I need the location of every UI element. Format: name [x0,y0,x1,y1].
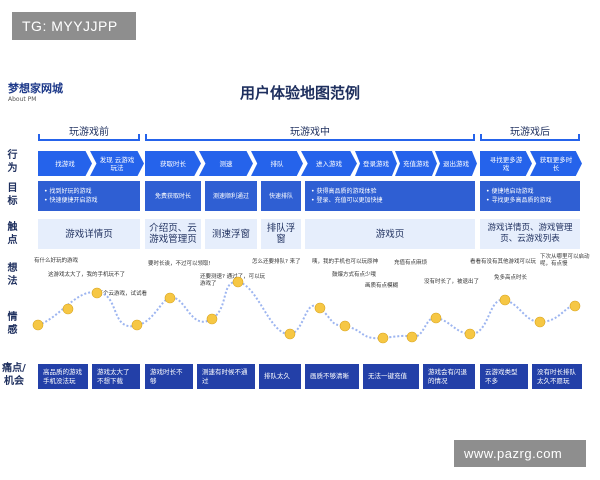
thought-text: 怎么还要排队? 来了 [252,259,301,265]
goal-item: 免费获取时长 [154,192,191,200]
touchpoint-speed-popup: 测速浮窗 [205,219,257,249]
emoji-face-icon [406,331,418,343]
goal-item: 登录、充值可以更加快捷 [311,196,382,205]
emoji-face-icon [430,312,442,324]
thought-text: 下次从哪里可以启动呢，有点慢 [540,254,590,267]
emotion-line [37,280,576,340]
thought-text: 要时长诶，不过可以领取! [148,261,211,267]
action-login-game: 登录游戏 [355,151,397,176]
action-get-time: 获取时长 [145,151,201,176]
stage-during: 玩游戏中 [290,127,330,138]
pain-box: 云游戏类型不多 [480,364,528,389]
emoji-face-icon [206,313,218,325]
emoji-face-icon [284,328,296,340]
emoji-face-icon [32,319,44,331]
goal-item: 快速便捷开启游戏 [44,196,97,205]
logo-subtitle: About PM [8,96,37,103]
pain-box: 无法一键充值 [363,364,419,389]
logo: 梦想家网城 [8,82,63,95]
goal-box-time: 免费获取时长 [145,181,201,211]
touchpoint-queue-popup: 排队浮窗 [261,219,301,249]
watermark-top: TG: MYYJJPP [12,12,136,40]
goal-item: 测速顺利通过 [212,192,249,200]
action-exit-game: 退出游戏 [435,151,477,176]
emoji-face-icon [569,300,581,312]
pain-box: 测速有时候不通过 [197,364,255,389]
stage-tick [578,134,580,141]
goal-box-after: 便捷地启动游戏寻找更多高品质的游戏 [480,181,580,211]
row-label-thought: 想法 [7,263,18,287]
thought-text: 咦，我的手机也可以玩原神 [312,259,379,265]
pain-box: 游戏会有闪退的情况 [423,364,475,389]
action-get-more-time: 获取更多时长 [530,151,582,176]
row-label-goal: 目标 [7,183,18,207]
goal-box-queue: 快速排队 [261,181,301,211]
thought-text: 免多高点时长 [494,275,528,281]
stage-tick [480,134,482,141]
touchpoint-intro-page: 介绍页、云游戏管理页 [145,219,201,249]
row-label-emotion: 情感 [7,312,18,336]
pain-box: 高品质的游戏手机没法玩 [38,364,88,389]
thought-text: 还要测速? 通过了，可以玩游戏了 [200,274,266,287]
touchpoint-game-page: 游戏页 [305,219,475,249]
stage-tick [473,134,475,141]
pain-box: 没有时长排队太久不愿玩 [532,364,582,389]
goal-box-before: 找到好玩的游戏快速便捷开启游戏 [38,181,140,211]
action-queue: 排队 [251,151,303,176]
emoji-face-icon [131,319,143,331]
goal-item: 快速排队 [268,192,293,200]
pain-box: 画质不够清晰 [305,364,359,389]
thought-text: 没有时长了，被退出了 [424,279,480,285]
touchpoint-game-detail: 游戏详情页 [38,219,140,249]
goal-item: 便捷地启动游戏 [486,187,551,196]
emoji-face-icon [377,332,389,344]
stage-before: 玩游戏前 [69,127,109,138]
pain-box: 排队太久 [259,364,301,389]
emoji-face-icon [499,294,511,306]
thought-text: 鼓爆方式有点少哦 [332,272,377,278]
action-enter-game: 进入游戏 [301,151,357,176]
goal-box-speed: 测速顺利通过 [205,181,257,211]
stage-tick [138,134,140,141]
emoji-face-icon [164,292,176,304]
emoji-face-icon [314,302,326,314]
thought-text: 画质有点模糊 [365,283,399,289]
action-discover-cloud: 发现 云游戏玩法 [90,151,144,176]
row-label-pain: 痛点/机会 [2,363,26,387]
action-recharge-game: 充值游戏 [395,151,437,176]
goal-item: 获得高品质的游戏体验 [311,187,382,196]
goal-box-play: 获得高品质的游戏体验登录、充值可以更加快捷 [305,181,475,211]
goal-item: 寻找更多高品质的游戏 [486,196,551,205]
stage-tick [38,134,40,141]
thought-text: 充值有点麻烦 [394,260,428,266]
action-find-more-games: 寻找更多游戏 [480,151,532,176]
stage-tick [145,134,147,141]
page-title: 用户体验地图范例 [239,84,360,102]
stage-line-after [480,139,580,141]
row-label-touch: 触点 [7,222,18,246]
stage-after: 玩游戏后 [510,127,550,138]
thought-text: 有什么好玩的游戏 [34,258,79,264]
emoji-face-icon [62,303,74,315]
thought-text: 看看有没有其他游戏可以玩 [470,259,537,265]
thought-text: 请有个云游戏，试试看 [92,291,148,297]
stage-line-during [145,139,475,141]
pain-box: 游戏太大了不想下载 [92,364,140,389]
action-find-game: 找游戏 [38,151,92,176]
action-speed-test: 测速 [199,151,253,176]
pain-box: 游戏时长不够 [145,364,193,389]
thought-text: 这游戏太大了，我的手机玩不了 [48,272,126,278]
emoji-face-icon [339,320,351,332]
touchpoint-after-pages: 游戏详情页、游戏管理页、云游戏列表 [480,219,580,249]
row-label-stage: 行为 [7,150,18,174]
emoji-face-icon [534,316,546,328]
goal-item: 找到好玩的游戏 [44,187,97,196]
emoji-face-icon [232,276,244,288]
emoji-face-icon [91,287,103,299]
emoji-face-icon [464,328,476,340]
stage-line-before [38,139,140,141]
watermark-bottom: www.pazrg.com [454,440,586,467]
